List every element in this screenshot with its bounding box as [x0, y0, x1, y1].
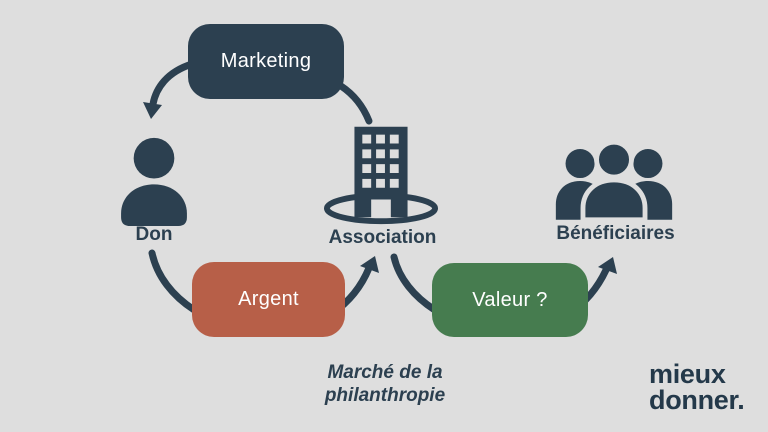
argent-box: Argent: [192, 262, 345, 337]
valeur-box: Valeur ?: [432, 263, 588, 337]
arrowhead-to-beneficiaires: [598, 257, 617, 274]
building-icon: [323, 126, 439, 225]
mieux-donner-logo: mieux donner.: [649, 359, 745, 415]
arrow-association-to-marketing: [337, 82, 373, 125]
people-group-icon: [555, 140, 673, 220]
association-label: Association: [328, 227, 437, 248]
arrowhead-to-association: [360, 256, 379, 273]
beneficiaires-label: Bénéficiaires: [556, 223, 675, 244]
diagram-caption: Marché de la philanthropie: [283, 362, 487, 408]
valeur-box-label: Valeur ?: [472, 288, 548, 311]
marketing-box-label: Marketing: [220, 50, 312, 72]
caption-line-2: philanthropie: [324, 384, 446, 406]
logo-line-1: mieux: [649, 359, 726, 389]
caption-line-1: Marché de la: [327, 362, 443, 383]
argent-box-label: Argent: [238, 288, 299, 310]
person-icon: [121, 137, 187, 226]
logo-line-2: donner.: [649, 384, 745, 415]
arrow-marketing-to-don: [149, 60, 196, 108]
don-label: Don: [135, 224, 173, 245]
marketing-box: Marketing: [188, 24, 344, 99]
arrowhead-to-don: [143, 102, 162, 119]
